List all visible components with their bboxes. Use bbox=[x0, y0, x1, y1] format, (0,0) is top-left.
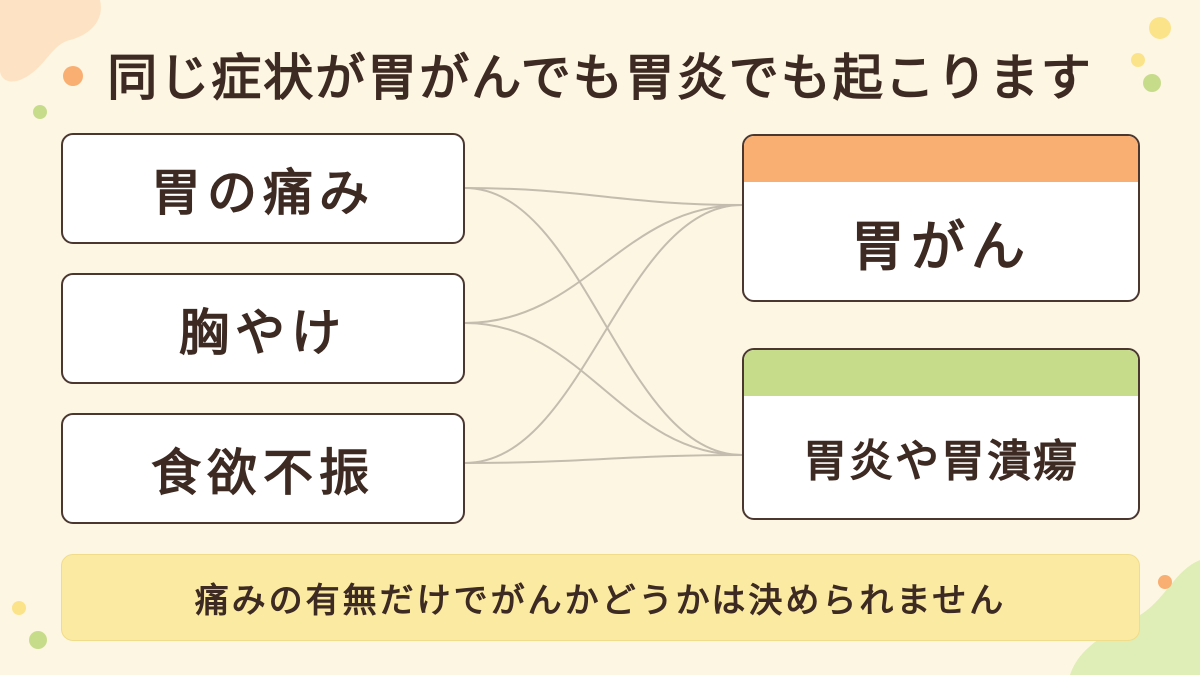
condition-label: 胃がん bbox=[851, 214, 1031, 278]
deco-dot bbox=[1143, 74, 1161, 92]
page-title: 同じ症状が胃がんでも胃炎でも起こります bbox=[107, 49, 1093, 107]
connection-line bbox=[464, 204, 743, 324]
connection-line bbox=[464, 322, 743, 456]
deco-dot bbox=[12, 601, 26, 615]
top-left-blob bbox=[0, 0, 101, 82]
connection-line bbox=[464, 187, 743, 456]
condition-header-band bbox=[744, 350, 1138, 396]
caution-note: 痛みの有無だけでがんかどうかは決められません bbox=[61, 554, 1140, 641]
condition-header-band bbox=[744, 136, 1138, 182]
caution-note-text: 痛みの有無だけでがんかどうかは決められません bbox=[194, 581, 1007, 621]
connection-line bbox=[464, 187, 743, 206]
deco-dot bbox=[1158, 575, 1172, 589]
deco-dot bbox=[1149, 17, 1171, 39]
connection-line bbox=[464, 454, 743, 464]
deco-dot bbox=[1131, 53, 1145, 67]
deco-dot bbox=[33, 105, 47, 119]
symptom-box-stomach-pain: 胃の痛み bbox=[61, 133, 465, 244]
connection-line bbox=[464, 204, 743, 464]
bottom-right-blob bbox=[1070, 560, 1200, 675]
condition-box-gastritis-ulcer: 胃炎や胃潰瘍 bbox=[742, 348, 1140, 520]
condition-box-stomach-cancer: 胃がん bbox=[742, 134, 1140, 302]
symptom-label: 胸やけ bbox=[179, 303, 347, 362]
symptom-box-heartburn: 胸やけ bbox=[61, 273, 465, 384]
symptom-label: 食欲不振 bbox=[151, 443, 375, 502]
symptom-label: 胃の痛み bbox=[151, 163, 375, 222]
condition-label: 胃炎や胃潰瘍 bbox=[803, 436, 1079, 487]
deco-dot bbox=[29, 631, 47, 649]
symptom-box-appetite-loss: 食欲不振 bbox=[61, 413, 465, 524]
deco-dot bbox=[63, 66, 83, 86]
